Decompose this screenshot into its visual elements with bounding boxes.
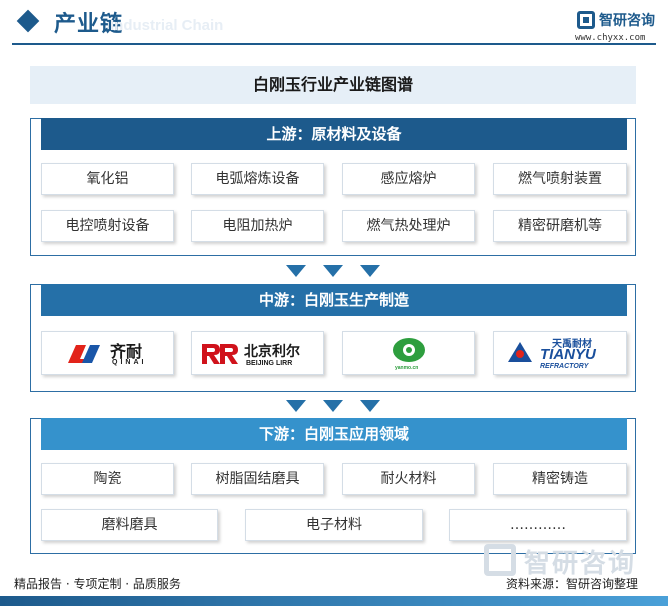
upstream-item: 电弧熔炼设备 xyxy=(191,163,324,195)
yanmo-mark-icon xyxy=(393,338,425,362)
upstream-item: 燃气喷射装置 xyxy=(493,163,627,195)
down-arrow-icon xyxy=(323,400,343,412)
downstream-item: 树脂固结磨具 xyxy=(191,463,324,495)
lirr-name: 北京利尔 xyxy=(244,343,300,359)
down-arrow-icon xyxy=(360,400,380,412)
upstream-item: 精密研磨机等 xyxy=(493,210,627,242)
tianyu-sub2: REFRACTORY xyxy=(540,363,589,370)
down-arrow-icon xyxy=(360,265,380,277)
watermark-name: 智研咨询 xyxy=(524,549,637,579)
lirr-mark-icon xyxy=(202,344,238,364)
qinai-name: 齐耐 xyxy=(110,344,143,361)
qinai-sub: QINAI xyxy=(112,359,147,366)
qinai-logo: 齐耐 QINAI xyxy=(41,331,174,375)
upstream-item: 氧化铝 xyxy=(41,163,174,195)
brand-name: 智研咨询 xyxy=(599,13,655,29)
chart-title: 白刚玉行业产业链图谱 xyxy=(30,66,636,104)
header-subtitle-en: Industrial Chain xyxy=(110,17,224,34)
tianyu-logo: 天禹耐材 TIANYU REFRACTORY xyxy=(493,331,627,375)
upstream-title: 上游：原材料及设备 xyxy=(41,118,627,150)
upstream-item: 燃气热处理炉 xyxy=(342,210,475,242)
footer-tagline: 精品报告 · 专项定制 · 品质服务 xyxy=(14,577,181,591)
downstream-title: 下游：白刚玉应用领域 xyxy=(41,418,627,450)
yanmo-url: yanmo.cn xyxy=(395,365,419,371)
page-header: 产业链 Industrial Chain 智研咨询 www.chyxx.com xyxy=(0,0,668,50)
down-arrow-icon xyxy=(286,400,306,412)
downstream-item: 磨料磨具 xyxy=(41,509,218,541)
tianyu-sub: TIANYU xyxy=(540,346,596,363)
downstream-panel: 下游：白刚玉应用领域 陶瓷 树脂固结磨具 耐火材料 精密铸造 磨料磨具 电子材料… xyxy=(30,418,636,554)
upstream-item: 电阻加热炉 xyxy=(191,210,324,242)
downstream-item: ………… xyxy=(449,509,627,541)
footer-source: 资料来源：智研咨询整理 xyxy=(506,577,639,591)
midstream-panel: 中游：白刚玉生产制造 齐耐 QINAI 北京利尔 BEIJING LIRR ya… xyxy=(30,284,636,392)
midstream-title: 中游：白刚玉生产制造 xyxy=(41,284,627,316)
upstream-item: 电控喷射设备 xyxy=(41,210,174,242)
lirr-logo: 北京利尔 BEIJING LIRR xyxy=(191,331,324,375)
downstream-item: 陶瓷 xyxy=(41,463,174,495)
downstream-item: 耐火材料 xyxy=(342,463,475,495)
diamond-icon xyxy=(16,9,40,33)
footer-bar xyxy=(0,596,668,606)
watermark-logo-icon xyxy=(484,544,516,576)
downstream-item: 电子材料 xyxy=(245,509,423,541)
yanmo-logo: yanmo.cn xyxy=(342,331,475,375)
upstream-item: 感应熔炉 xyxy=(342,163,475,195)
down-arrow-icon xyxy=(323,265,343,277)
tianyu-name: 天禹耐材 xyxy=(552,339,592,350)
lirr-sub: BEIJING LIRR xyxy=(246,360,293,367)
brand-logo-icon xyxy=(577,11,595,29)
qinai-mark-icon xyxy=(68,345,100,363)
header-divider xyxy=(12,43,656,45)
upstream-panel: 上游：原材料及设备 氧化铝 电弧熔炼设备 感应熔炉 燃气喷射装置 电控喷射设备 … xyxy=(30,118,636,256)
tianyu-mark-icon xyxy=(508,342,532,362)
header-title: 产业链 xyxy=(54,12,124,37)
down-arrow-icon xyxy=(286,265,306,277)
brand-url: www.chyxx.com xyxy=(575,33,646,43)
downstream-item: 精密铸造 xyxy=(493,463,627,495)
